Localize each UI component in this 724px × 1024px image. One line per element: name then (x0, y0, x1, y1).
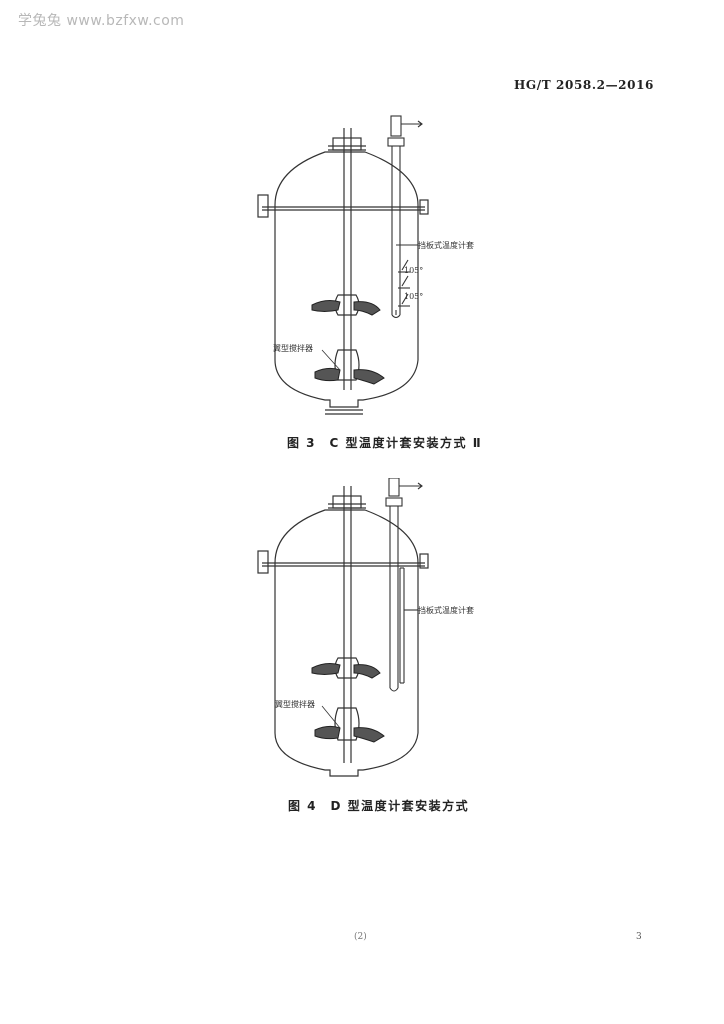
side-lug-left (257, 550, 269, 574)
watermark: 学兔兔 www.bzfxw.com (18, 13, 185, 29)
agitator-label: 翼型搅拌器 (275, 700, 315, 709)
figure-4: 挡板式温度计套 翼型搅拌器 (0, 478, 724, 783)
footer-mark: (2) (354, 932, 367, 942)
thermowell-head (388, 478, 400, 497)
thermowell-label: 挡板式温度计套 (418, 606, 474, 615)
top-nozzle (332, 137, 362, 151)
blade-upper-right (353, 664, 381, 679)
page-number: 3 (636, 932, 642, 942)
vessel-shell (274, 509, 419, 777)
figure-4-caption: 图 4 D 型温度计套安装方式 (288, 799, 470, 813)
thermowell-head (390, 115, 402, 137)
blade-upper-left (311, 300, 341, 312)
side-lug-right (419, 553, 429, 569)
blade-lower-left (314, 725, 341, 740)
agitator-label: 翼型搅拌器 (273, 344, 313, 353)
blade-upper-left (311, 663, 341, 675)
blade-lower-right (353, 727, 385, 743)
angle-upper: 105° (404, 266, 424, 275)
thermowell-label: 挡板式温度计套 (418, 241, 474, 250)
vessel-shell (274, 151, 419, 408)
side-lug-right (419, 199, 429, 215)
vessel-diagram-c-type (257, 115, 429, 415)
standard-number: HG/T 2058.2—2016 (513, 78, 654, 92)
blade-lower-right (353, 369, 385, 385)
top-nozzle (332, 495, 362, 509)
figure-3-caption: 图 3 C 型温度计套安装方式 Ⅱ (287, 436, 483, 450)
blade-upper-right (353, 301, 381, 316)
figure-3: 挡板式温度计套 翼型搅拌器 105° 105° (0, 110, 724, 420)
angle-lower: 105° (404, 292, 424, 301)
blade-lower-left (314, 367, 341, 382)
vessel-diagram-d-type (257, 478, 429, 777)
side-lug-left (257, 194, 269, 218)
